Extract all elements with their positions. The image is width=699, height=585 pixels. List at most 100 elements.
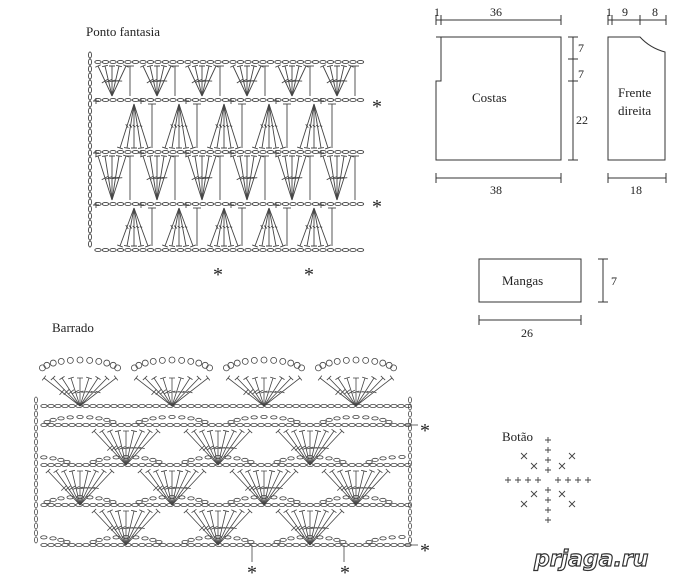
picot-symbol [43,361,51,369]
chain-stitch-symbol [57,416,65,421]
chain-stitch-symbol [270,495,278,500]
chain-stitch-symbol [408,459,412,467]
chain-stitch-symbol [371,496,379,501]
chain-stitch-symbol [176,201,185,207]
chain-stitch-symbol [341,247,350,253]
picot-symbol [371,358,379,365]
chain-stitch-symbol [319,419,327,424]
chain-stitch-symbol [379,536,387,541]
chain-stitch-symbol [155,540,163,545]
double-crochet-symbol [125,508,161,546]
double-crochet-symbol [168,470,176,505]
chain-stitch-symbol [146,149,155,155]
double-crochet-symbol [68,469,81,506]
chain-stitch-symbol [379,417,387,422]
double-crochet-symbol [214,430,222,465]
chain-stitch-symbol [251,97,260,103]
chain-stitch-symbol [306,422,314,427]
chain-stitch-symbol [371,416,379,421]
mangas-diagram [478,258,608,325]
chain-stitch-symbol [334,201,342,207]
chain-stitch-symbol [376,502,384,507]
chain-stitch-symbol [208,462,216,467]
double-crochet-symbol [252,103,270,150]
chain-stitch-symbol [270,415,278,420]
double-crochet-symbol [45,468,81,506]
chain-stitch-symbol [369,422,377,427]
picot-symbol [250,356,258,364]
chain-stitch-symbol [57,457,65,462]
chain-stitch-symbol [390,462,398,467]
chain-stitch-symbol [325,536,333,541]
chain-stitch-symbol [334,59,342,65]
double-crochet-symbol [151,376,173,407]
chain-stitch-symbol [194,502,202,507]
chain-stitch-symbol [88,191,92,199]
chain-stitch-symbol [57,537,65,542]
chain-stitch-symbol [89,540,97,545]
chain-stitch-symbol [161,201,170,207]
double-crochet-symbol [91,508,127,546]
chain-stitch-symbol [349,149,357,155]
chain-stitch-symbol [117,422,125,427]
chain-stitch-symbol [266,59,275,65]
double-crochet-symbol [162,207,180,248]
chain-stitch-symbol [101,149,110,155]
chain-stitch-symbol [191,149,200,155]
chain-stitch-symbol [243,543,251,548]
chain-stitch-symbol [49,497,57,502]
chain-stitch-symbol [214,149,222,155]
chain-stitch-symbol [116,59,125,65]
chain-stitch-symbol [279,457,287,462]
double-crochet-symbol [275,154,293,201]
chain-stitch-symbol [166,462,174,467]
chain-stitch-symbol [285,422,293,427]
ponto-fantasia-asterisk-3: * [213,264,223,286]
chain-stitch-symbol [195,456,203,461]
single-crochet-symbol [545,497,551,503]
single-crochet-symbol [558,490,566,498]
chain-stitch-symbol [264,403,272,408]
chain-stitch-symbol [187,422,195,427]
double-crochet-symbol [171,468,199,506]
chain-stitch-symbol [349,97,357,103]
single-crochet-symbol [545,467,551,473]
chain-stitch-symbol [325,417,333,422]
double-crochet-symbol [309,428,337,466]
chain-stitch-symbol [34,459,38,467]
chain-stitch-symbol [135,499,143,504]
chain-stitch-symbol [103,422,111,427]
chain-stitch-symbol [173,462,181,467]
chain-stitch-symbol [187,416,195,421]
costas-outline [435,36,562,161]
chain-stitch-symbol [214,201,222,207]
mangas-dim-right: 7 [611,274,617,288]
chain-stitch-symbol [408,494,412,502]
chain-stitch-symbol [289,59,297,65]
chain-stitch-symbol [116,247,125,253]
chain-stitch-symbol [124,403,132,408]
double-crochet-symbol [79,468,115,506]
chain-stitch-symbol [34,396,38,404]
double-crochet-symbol [153,65,161,96]
chain-stitch-symbol [296,247,305,253]
chain-stitch-symbol [250,502,258,507]
chain-stitch-symbol [194,462,202,467]
chain-stitch-symbol [229,543,237,548]
chain-stitch-symbol [313,403,321,408]
chain-stitch-symbol [260,414,268,419]
double-crochet-symbol [225,375,265,407]
chain-stitch-symbol [215,502,223,507]
frente-dim-width: 9 [622,5,628,19]
chain-stitch-symbol [206,97,215,103]
double-crochet-symbol [268,103,280,149]
chain-stitch-symbol [204,535,212,540]
chain-stitch-symbol [244,59,252,65]
chain-stitch-symbol [408,501,412,509]
double-crochet-symbol [50,375,81,407]
chain-stitch-symbol [362,422,370,427]
double-crochet-symbol [95,154,113,201]
chain-stitch-symbol [187,457,195,462]
chain-stitch-symbol [289,247,297,253]
double-crochet-symbol [156,155,168,201]
